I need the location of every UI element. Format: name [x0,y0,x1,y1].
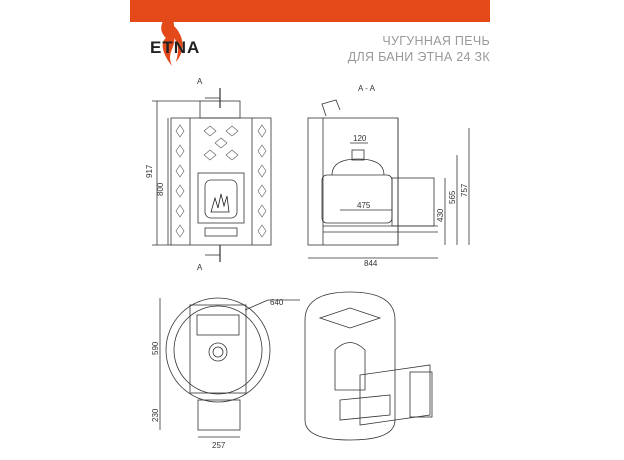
firebox [321,174,393,224]
dim-757: 757 [460,183,469,197]
top-view-outer-circle [165,297,271,403]
dim-475: 475 [357,201,371,210]
product-title: ЧУГУННАЯ ПЕЧЬ ДЛЯ БАНИ ЭТНА 24 ЗК [348,33,490,65]
feed-channel [197,399,241,431]
section-mark-top: A [197,77,203,86]
section-mark-bottom: A [197,263,203,272]
dim-800: 800 [156,182,165,196]
dim-917: 917 [145,164,154,178]
dim-844: 844 [364,259,378,268]
dim-257: 257 [212,441,226,450]
dim-590: 590 [151,341,160,355]
fire-window-icon [210,193,230,213]
firebox-door [197,172,245,224]
top-view [159,297,300,438]
dim-565: 565 [448,190,457,204]
header-accent-bar [130,0,490,22]
front-view [152,88,272,262]
stone-pattern [175,124,267,238]
dim-230: 230 [151,408,160,422]
cutaway-outline [304,291,396,441]
brand-logo-text: ETNA [150,38,201,57]
title-line-1: ЧУГУННАЯ ПЕЧЬ [382,34,490,48]
dim-120: 120 [353,134,367,143]
stove-body-outline [170,117,272,246]
dim-430: 430 [436,208,445,222]
cutaway-3d-view [304,291,433,441]
cutaway-feed-tunnel [359,364,431,426]
flame-logo-icon [161,12,183,66]
title-line-2: ДЛЯ БАНИ ЭТНА 24 ЗК [347,50,490,64]
ash-pan [204,227,238,237]
section-title: A - A [358,84,376,93]
section-view [307,99,470,259]
dim-640: 640 [270,298,284,307]
